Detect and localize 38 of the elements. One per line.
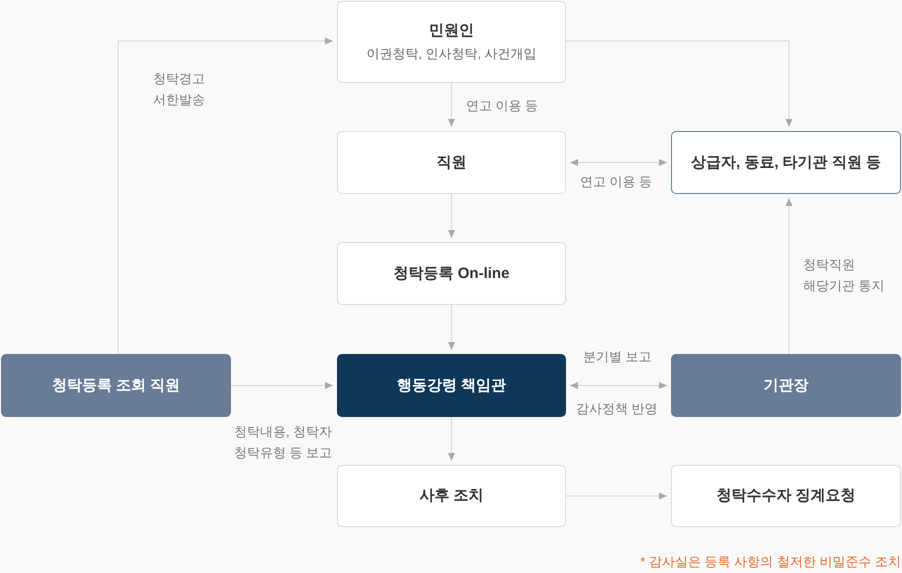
- process-box: [1, 354, 231, 417]
- edge-label: 분기별 보고: [583, 348, 652, 366]
- heading: 기관장: [764, 376, 808, 396]
- heading: 청탁등록 On-line: [394, 264, 510, 284]
- arrow: [786, 198, 792, 354]
- edge-label: 청탁경고 서한발송: [153, 70, 206, 109]
- arrow: [566, 40, 792, 128]
- arrow: [448, 82, 455, 128]
- process-box: [337, 465, 566, 527]
- heading: 청탁수수자 징계요청: [716, 486, 856, 506]
- footnote: * 감사실은 등록 사항의 철저한 비밀준수 조치: [640, 553, 901, 571]
- process-box: [671, 354, 901, 417]
- process-box: [337, 354, 566, 417]
- edge-label: 연고 이용 등: [580, 173, 652, 191]
- heading: 청탁등록 조회 직원: [52, 376, 180, 396]
- double-arrow: [570, 382, 668, 389]
- arrow: [230, 382, 334, 389]
- arrow: [448, 194, 455, 238]
- arrow: [118, 38, 334, 354]
- process-box: [671, 131, 901, 194]
- subheading: 이권청탁, 인사청탁, 사건개입: [366, 45, 537, 63]
- edge-label: 연고 이용 등: [466, 97, 538, 115]
- arrow: [448, 416, 455, 462]
- process-box: [337, 1, 566, 83]
- arrow: [566, 492, 668, 500]
- edge-label: 청탁내용, 청탁자 청탁유형 등 보고: [234, 423, 334, 462]
- heading: 사후 조치: [419, 486, 484, 506]
- heading: 행동강령 책임관: [396, 376, 506, 396]
- heading: 상급자, 동료, 타기관 직원 등: [690, 152, 881, 172]
- heading: 민원인: [429, 21, 474, 41]
- double-arrow: [570, 159, 668, 166]
- edge-label: 청탁직원 해당기관 통지: [803, 256, 886, 295]
- process-box: [671, 465, 901, 527]
- annotation: 감사정책 반영: [576, 400, 658, 418]
- heading: 직원: [436, 152, 466, 172]
- process-box: [337, 131, 566, 194]
- arrow: [448, 304, 455, 350]
- process-box: [337, 242, 566, 305]
